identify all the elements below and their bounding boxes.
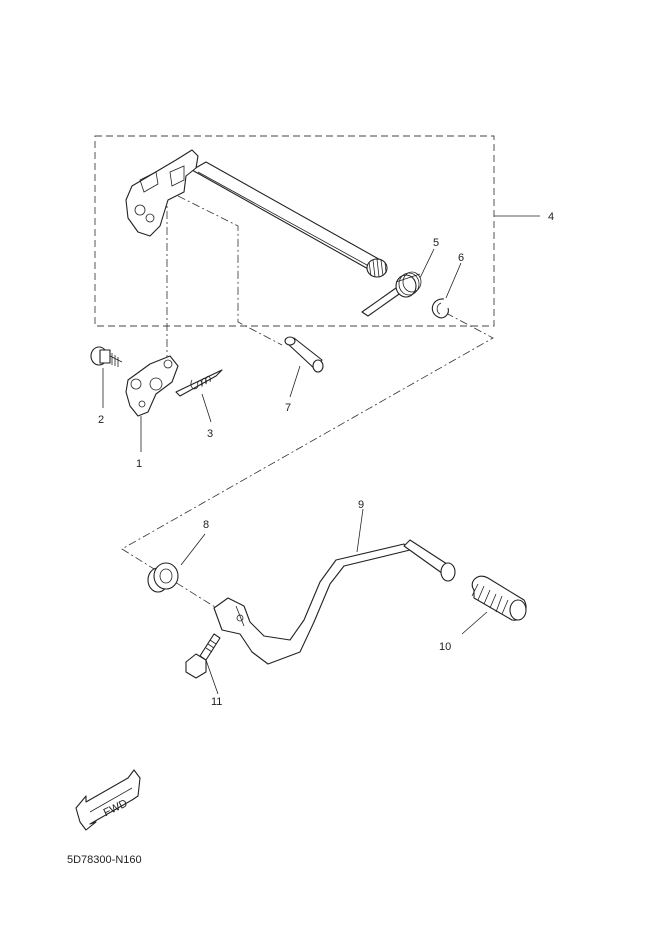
shaft-spline (366, 258, 388, 278)
callout-3: 3 (207, 428, 213, 440)
callout-5: 5 (433, 237, 439, 249)
callout-1: 1 (136, 458, 142, 470)
diagram-code: 5D78300-N160 (67, 854, 142, 866)
shift-pedal (213, 539, 456, 665)
bolt-small (90, 346, 123, 367)
shift-shaft (125, 149, 388, 278)
callout-11: 11 (211, 696, 222, 708)
arm-spring (175, 369, 223, 397)
callout-8: 8 (203, 519, 209, 531)
assembly-box (94, 135, 495, 327)
alignment-lines (121, 195, 494, 608)
callout-7: 7 (285, 402, 291, 414)
pin (284, 336, 324, 373)
callout-10: 10 (439, 641, 451, 653)
callout-6: 6 (458, 252, 464, 264)
fwd-arrow-icon: FWD (75, 769, 141, 831)
oil-seal (147, 562, 179, 593)
pedal-rubber (471, 575, 527, 621)
callout-9: 9 (358, 499, 364, 511)
circlip (431, 298, 449, 319)
shift-arm (125, 355, 179, 417)
leader-lines (102, 215, 540, 695)
callouts: 1 2 3 4 5 6 7 8 9 10 11 (98, 211, 554, 708)
callout-4: 4 (548, 211, 554, 223)
return-spring (361, 271, 422, 317)
flange-bolt (185, 633, 221, 679)
callout-2: 2 (98, 414, 104, 426)
